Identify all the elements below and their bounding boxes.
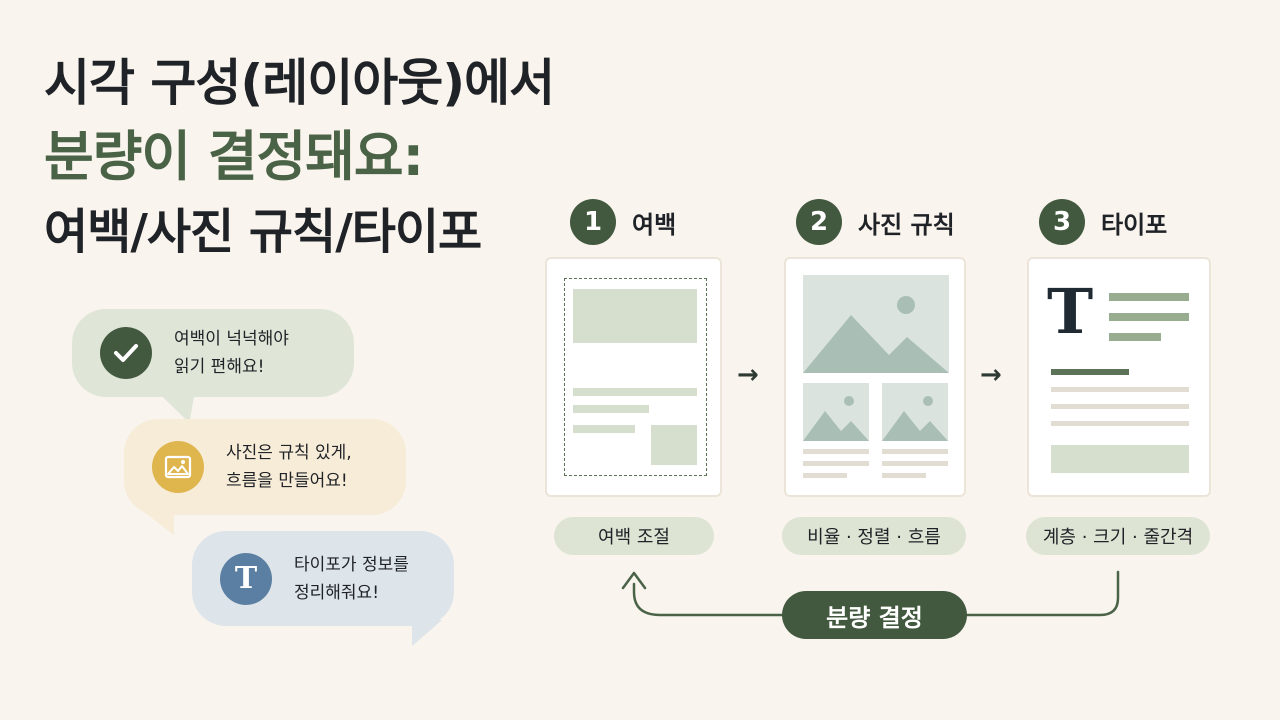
step-number-badge: 3: [1039, 199, 1085, 245]
tip-bubble-typography: T 타이포가 정보를 정리해줘요!: [192, 531, 454, 646]
heading-line: [1109, 333, 1161, 341]
photo-large: [803, 275, 949, 373]
arrow-right-icon: →: [980, 360, 1002, 390]
bubble-text-line: 읽기 편해요!: [174, 357, 265, 377]
bubble-text-line: 타이포가 정보를: [294, 554, 409, 575]
subheading-line: [1051, 369, 1129, 375]
heading-line: [1109, 313, 1189, 321]
bubble-text-line: 정리해줘요!: [294, 582, 380, 603]
step-number-badge: 2: [796, 199, 842, 245]
bubble-text-line: 사진은 규칙 있게,: [226, 443, 352, 463]
volume-decision-badge: 분량 결정: [782, 591, 967, 639]
step-number-badge: 1: [570, 199, 616, 245]
bubble-tail: [412, 620, 442, 646]
image-placeholder: [651, 425, 697, 465]
image-icon: [152, 441, 204, 493]
step-tag-2: 비율 · 정렬 · 흐름: [782, 517, 966, 555]
photo-rules-card: [784, 257, 966, 497]
caption-line: [803, 461, 869, 466]
step-tag-1: 여백 조절: [554, 517, 714, 555]
caption-line: [882, 473, 926, 478]
caption-line: [882, 449, 948, 454]
bubble-text-line: 여백이 넉넉해야: [174, 329, 289, 349]
step-tag-3: 계층 · 크기 · 줄간격: [1026, 517, 1210, 555]
tip-bubble-whitespace: 여백이 넉넉해야 읽기 편해요!: [72, 309, 354, 423]
text-line: [573, 388, 697, 396]
typography-sample-letter: T: [1047, 275, 1094, 348]
heading-line: [1109, 293, 1189, 301]
text-line: [573, 425, 635, 433]
step-label: 타이포: [1101, 210, 1168, 239]
bubble-text: 타이포가 정보를 정리해줘요!: [294, 551, 409, 607]
photo-small: [882, 383, 948, 441]
typography-card: T: [1027, 257, 1211, 497]
page-title: 시각 구성(레이아웃)에서 분량이 결정돼요: 여백/사진 규칙/타이포: [44, 54, 555, 260]
title-line-1: 시각 구성(레이아웃)에서: [44, 54, 555, 112]
step-label: 사진 규칙: [858, 210, 955, 239]
bubble-text-line: 흐름을 만들어요!: [226, 471, 348, 491]
step-header-2: 2 사진 규칙: [796, 199, 955, 245]
typography-t-icon: T: [220, 552, 272, 605]
check-icon: [100, 327, 152, 379]
icon-letter: T: [234, 561, 258, 596]
step-header-1: 1 여백: [570, 199, 676, 245]
body-line: [1051, 387, 1189, 392]
photo-small: [803, 383, 869, 441]
tip-bubble-photos: 사진은 규칙 있게, 흐름을 만들어요!: [124, 419, 406, 535]
highlight-block: [1051, 445, 1189, 473]
whitespace-layout-card: [545, 257, 722, 497]
body-line: [1051, 421, 1189, 426]
caption-line: [803, 449, 869, 454]
arrow-right-icon: →: [737, 360, 759, 390]
bubble-text: 여백이 넉넉해야 읽기 편해요!: [174, 325, 289, 381]
margin-guide: [564, 278, 707, 476]
step-header-3: 3 타이포: [1039, 199, 1167, 245]
text-line: [573, 405, 649, 413]
title-line-2: 분량이 결정돼요:: [44, 125, 424, 188]
caption-line: [882, 461, 948, 466]
body-line: [1051, 404, 1189, 409]
caption-line: [803, 473, 847, 478]
step-label: 여백: [632, 210, 677, 239]
image-placeholder: [573, 289, 697, 343]
title-line-3: 여백/사진 규칙/타이포: [44, 204, 482, 260]
bubble-tail: [140, 509, 174, 535]
bubble-text: 사진은 규칙 있게, 흐름을 만들어요!: [226, 439, 352, 495]
